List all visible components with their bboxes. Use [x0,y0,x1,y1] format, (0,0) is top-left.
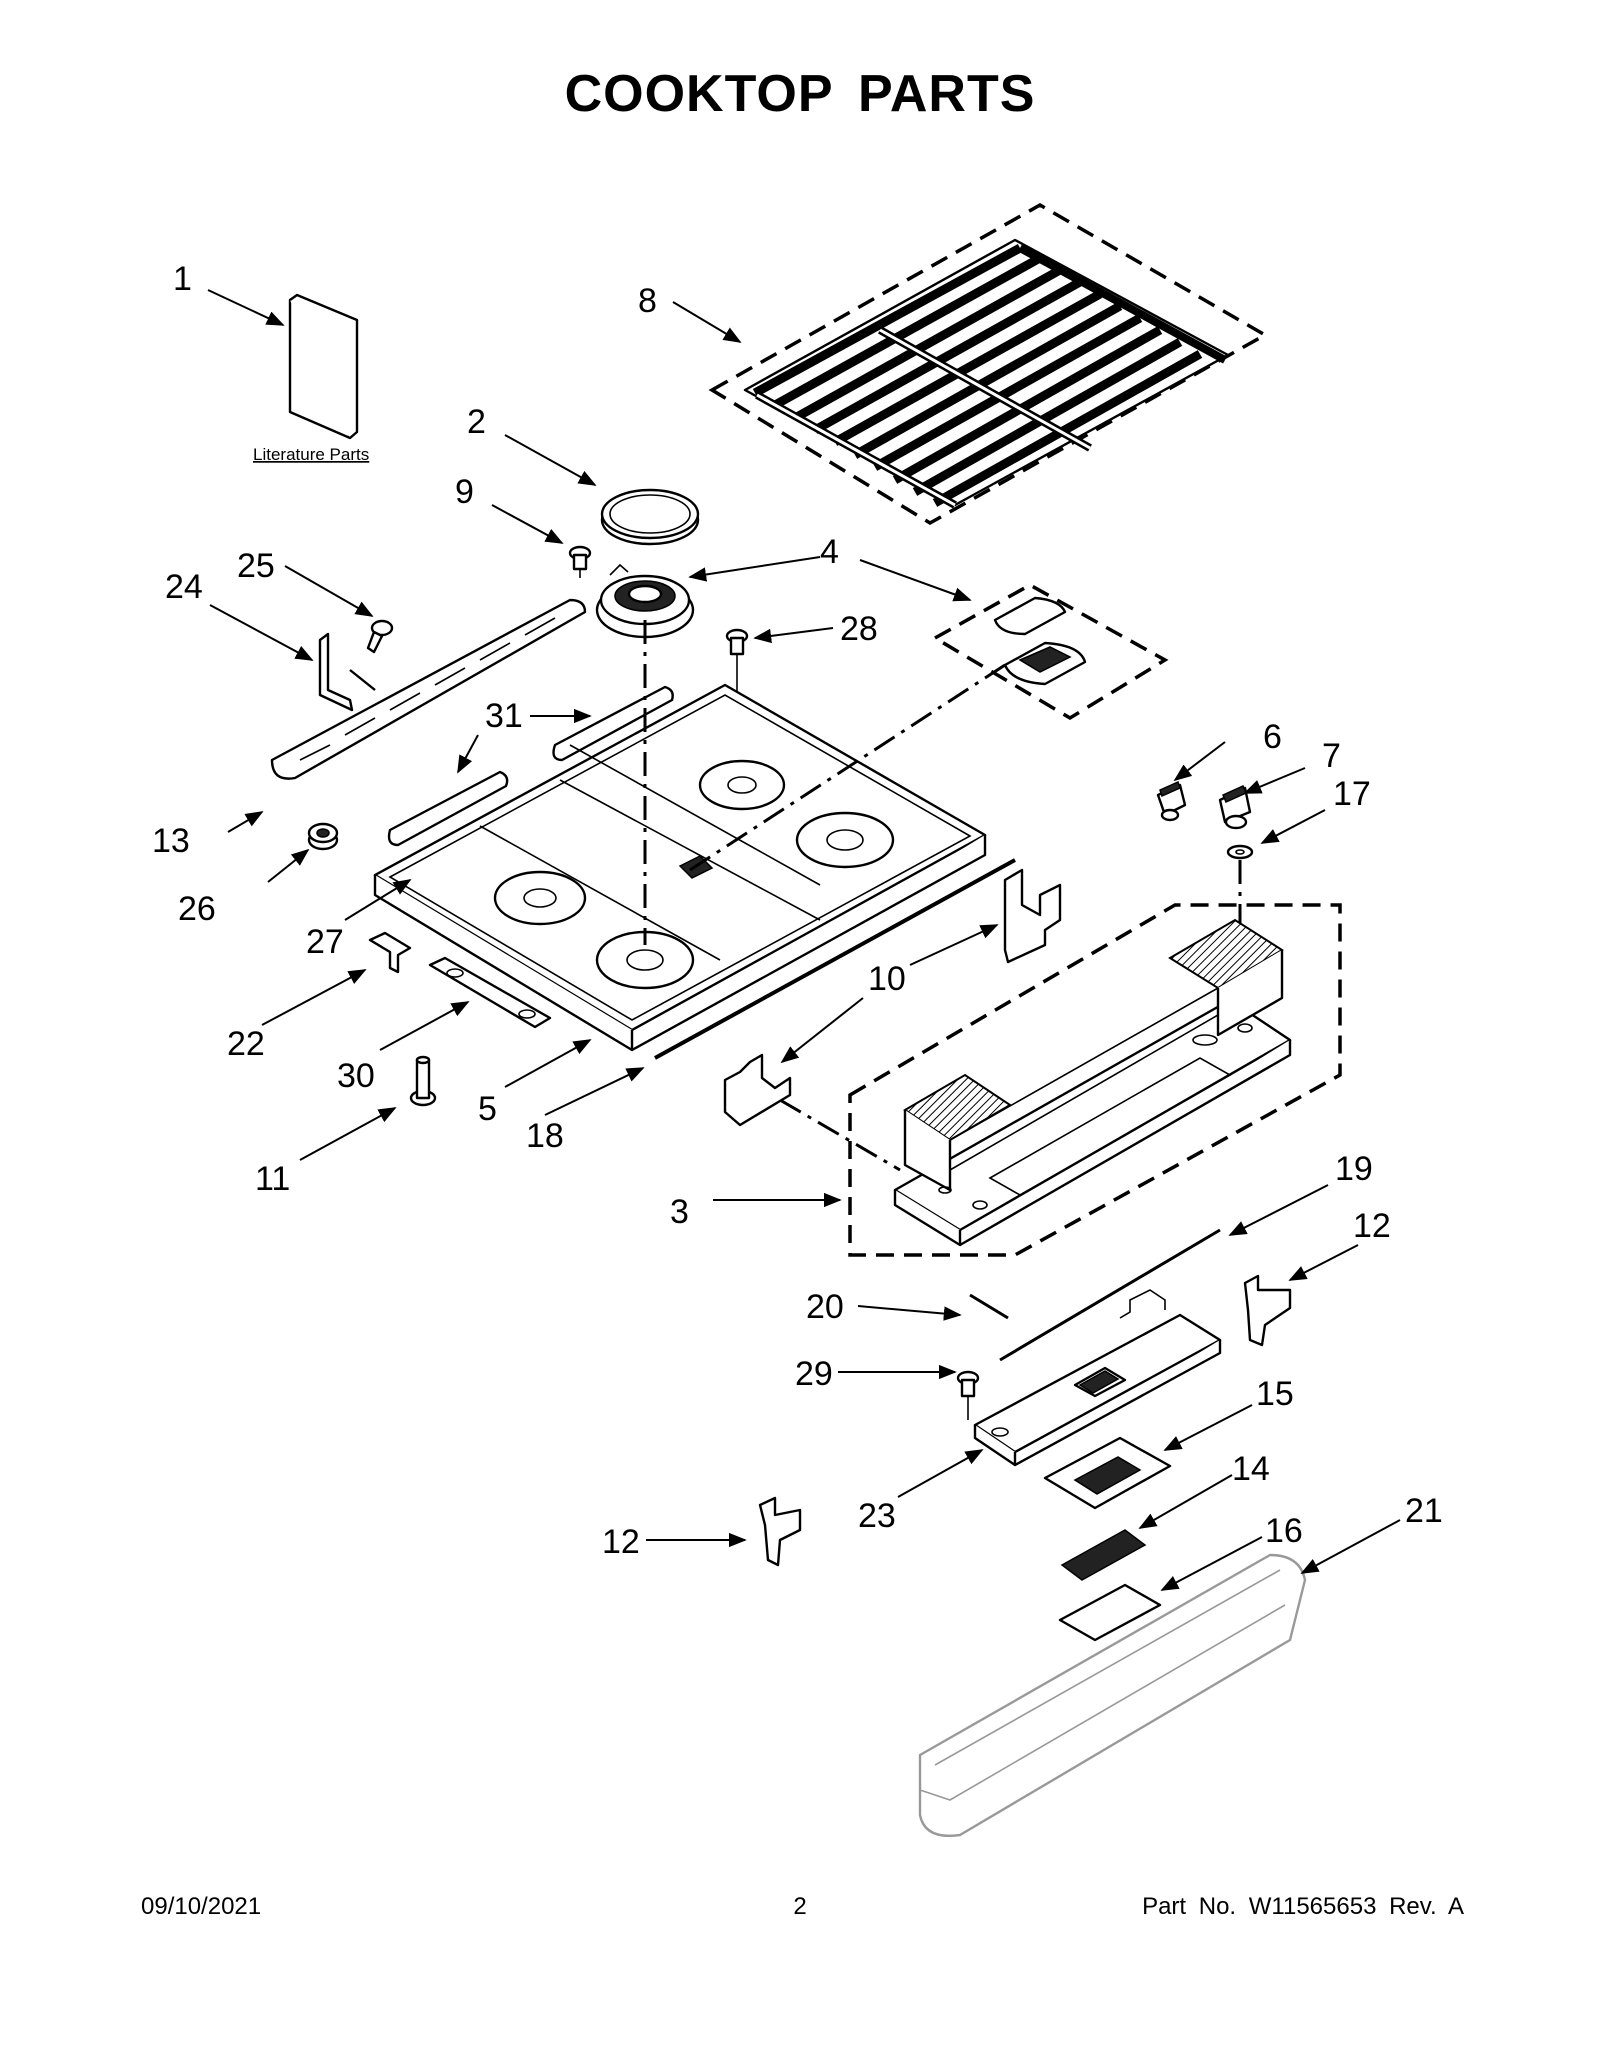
rod-18[interactable] [654,858,1016,1060]
callout-14: 14 [1232,1450,1270,1488]
callout-22: 22 [227,1025,265,1063]
knob-7[interactable] [1218,785,1252,830]
hinge-rods[interactable] [387,685,674,847]
manifold-bar[interactable] [270,598,587,780]
knob-6[interactable] [1156,780,1187,822]
wire-20[interactable] [969,1293,1009,1320]
callout-2: 2 [467,403,486,441]
callout-28: 28 [840,610,878,648]
control-board-tray[interactable] [1043,1436,1172,1510]
callout-12b: 12 [602,1523,640,1561]
callout-7: 7 [1322,737,1341,775]
callout-3: 3 [670,1193,689,1231]
literature-parts-label: Literature Parts [253,445,369,464]
callout-19: 19 [1335,1150,1373,1188]
callout-25: 25 [237,547,275,585]
control-bracket[interactable] [973,1289,1222,1467]
callout-27: 27 [306,923,344,961]
callout-5: 5 [478,1090,497,1128]
grommet[interactable] [307,822,339,851]
callout-31: 31 [485,697,523,735]
bracket-12-left[interactable] [758,1496,802,1567]
screw-29[interactable] [956,1370,980,1420]
page-title: COOKTOP PARTS [564,65,1036,123]
front-trim[interactable] [918,1553,1307,1837]
callout-26: 26 [178,890,216,928]
callout-10b: 10 [868,960,906,998]
leader-arrows [207,289,1401,1591]
grates-group[interactable] [708,202,1269,526]
callout-20: 20 [806,1288,844,1326]
callout-4: 4 [820,533,839,571]
control-board[interactable] [1060,1529,1147,1581]
callout-1: 1 [173,260,192,298]
callout-labels: 1 2 3 4 5 6 7 8 9 10 10 11 12 12 13 14 1… [152,260,1443,1561]
leveling-leg[interactable] [409,1055,437,1107]
bracket-12-right[interactable] [1243,1274,1292,1347]
burner-base-group[interactable] [931,582,1169,721]
callout-16: 16 [1265,1512,1303,1550]
callout-11: 11 [255,1160,290,1198]
burner-cap[interactable] [600,488,700,546]
callout-23: 23 [858,1497,896,1535]
callout-18: 18 [526,1117,564,1155]
callout-21: 21 [1405,1492,1443,1530]
callout-15: 15 [1256,1375,1294,1413]
manifold-bracket[interactable] [318,632,376,712]
screw-25[interactable] [366,619,394,654]
screw-9[interactable] [568,545,592,578]
bracket-22[interactable] [368,931,412,974]
side-bracket-left[interactable] [723,1053,792,1127]
grate-bars [743,238,1230,509]
callout-30: 30 [337,1057,375,1095]
cooktop-tray[interactable] [373,683,987,1052]
callout-13: 13 [152,822,190,860]
board-shield[interactable] [1058,1583,1162,1642]
control-panel-group[interactable] [848,903,1342,1257]
mounting-plate[interactable] [428,956,552,1029]
footer-part-number: Part No. W11565653 Rev. A [1142,1893,1464,1920]
callout-12a: 12 [1353,1207,1391,1245]
footer-date: 09/10/2021 [141,1893,262,1920]
callout-6: 6 [1263,718,1282,756]
alignment-line-base [689,663,1006,872]
alignment-line-bracket [779,1098,901,1172]
callout-8: 8 [638,282,657,320]
wire-19[interactable] [999,1228,1221,1362]
callout-9: 9 [455,473,474,511]
side-bracket-right[interactable] [1003,868,1062,964]
callout-24: 24 [165,568,203,606]
footer-page-number: 2 [793,1893,807,1920]
literature-booklet[interactable] [288,293,359,440]
callout-29: 29 [795,1355,833,1393]
callout-17: 17 [1333,775,1371,813]
